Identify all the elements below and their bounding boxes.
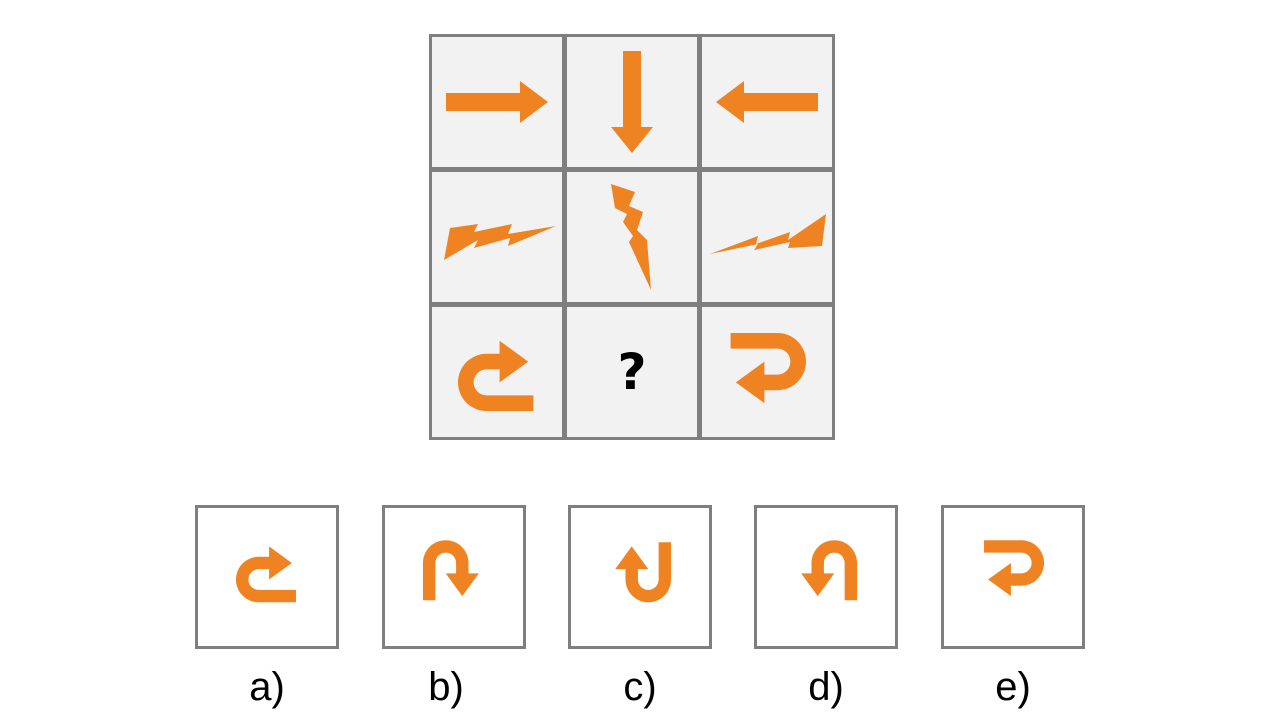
option-b-label: b) [428,665,464,709]
u-turn-arrow-icon [235,546,296,603]
u-turn-arrow-icon [458,340,534,411]
option-c-label: c) [623,665,657,709]
option-d-label: d) [808,665,844,709]
option-d[interactable] [754,505,898,649]
u-turn-arrow-icon [801,540,858,601]
option-e[interactable] [941,505,1085,649]
matrix-cell-r2-c3 [699,169,835,305]
option-a-label: a) [249,665,285,709]
matrix-cell-r2-c2 [564,169,700,305]
puzzle-matrix: ? [429,34,835,440]
u-turn-arrow-icon [422,540,479,601]
matrix-cell-r3-c1 [429,304,565,440]
missing-cell-question-mark: ? [617,343,647,401]
arrow-left-icon [716,81,818,123]
option-e-label: e) [995,665,1031,709]
option-c[interactable] [568,505,712,649]
u-turn-arrow-icon [615,542,672,603]
matrix-cell-r3-c3 [699,304,835,440]
arrow-right-icon [446,81,548,123]
matrix-cell-r1-c2 [564,34,700,170]
lightning-down-icon [611,184,651,290]
matrix-cell-r1-c1 [429,34,565,170]
matrix-cell-r2-c1 [429,169,565,305]
arrow-down-icon [611,51,653,153]
u-turn-arrow-icon [730,333,806,404]
u-turn-arrow-icon [984,540,1045,597]
matrix-cell-r1-c3 [699,34,835,170]
option-a[interactable] [195,505,339,649]
matrix-cell-r3-c2: ? [564,304,700,440]
lightning-right-icon [710,214,826,254]
lightning-left-icon [444,224,556,260]
option-b[interactable] [382,505,526,649]
